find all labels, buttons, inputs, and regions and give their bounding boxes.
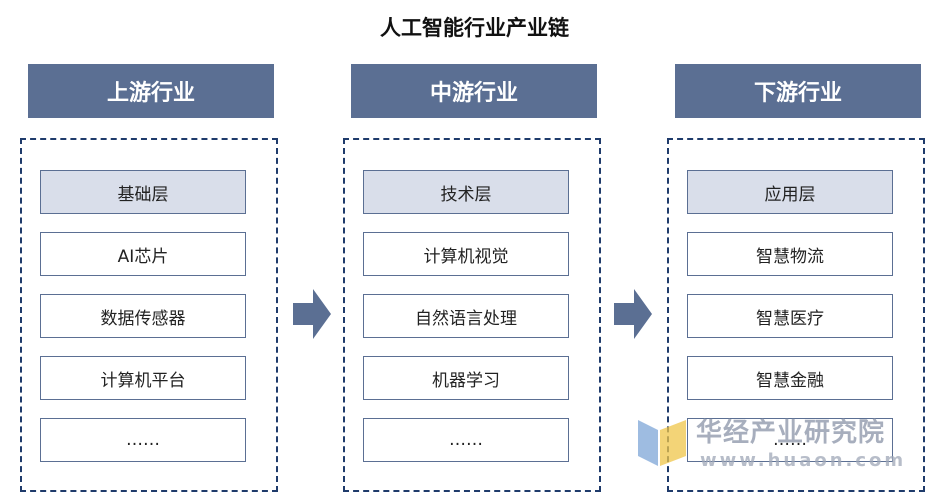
diagram-title: 人工智能行业产业链 xyxy=(380,15,569,40)
downstream-column: 下游行业 应用层 智慧物流 智慧医疗 智慧金融 …… xyxy=(667,64,925,492)
watermark-en-text: www.huaon.com xyxy=(700,450,907,471)
upstream-header: 上游行业 xyxy=(28,64,274,118)
downstream-item: …… xyxy=(687,418,893,462)
midstream-item: 计算机视觉 xyxy=(363,232,569,276)
upstream-item: …… xyxy=(40,418,246,462)
downstream-item: 智慧金融 xyxy=(687,356,893,400)
midstream-header: 中游行业 xyxy=(351,64,597,118)
downstream-item: 智慧医疗 xyxy=(687,294,893,338)
right-arrow-icon xyxy=(614,289,652,339)
midstream-panel: 技术层 计算机视觉 自然语言处理 机器学习 …… xyxy=(343,138,601,492)
upstream-panel: 基础层 AI芯片 数据传感器 计算机平台 …… xyxy=(20,138,278,492)
midstream-item: …… xyxy=(363,418,569,462)
downstream-panel: 应用层 智慧物流 智慧医疗 智慧金融 …… xyxy=(667,138,925,492)
downstream-header: 下游行业 xyxy=(675,64,921,118)
downstream-item: 智慧物流 xyxy=(687,232,893,276)
watermark-cn-text: 华经产业研究院 xyxy=(696,418,886,448)
midstream-item: 机器学习 xyxy=(363,356,569,400)
watermark-logo-icon xyxy=(638,420,686,466)
upstream-item: 计算机平台 xyxy=(40,356,246,400)
upstream-item: AI芯片 xyxy=(40,232,246,276)
midstream-column: 中游行业 技术层 计算机视觉 自然语言处理 机器学习 …… xyxy=(343,64,601,492)
right-arrow-icon xyxy=(293,289,331,339)
watermark: 华经产业研究院 www.huaon.com xyxy=(636,412,936,472)
midstream-layer-box: 技术层 xyxy=(363,170,569,214)
downstream-layer-box: 应用层 xyxy=(687,170,893,214)
midstream-item: 自然语言处理 xyxy=(363,294,569,338)
upstream-layer-box: 基础层 xyxy=(40,170,246,214)
upstream-column: 上游行业 基础层 AI芯片 数据传感器 计算机平台 …… xyxy=(20,64,278,492)
upstream-item: 数据传感器 xyxy=(40,294,246,338)
